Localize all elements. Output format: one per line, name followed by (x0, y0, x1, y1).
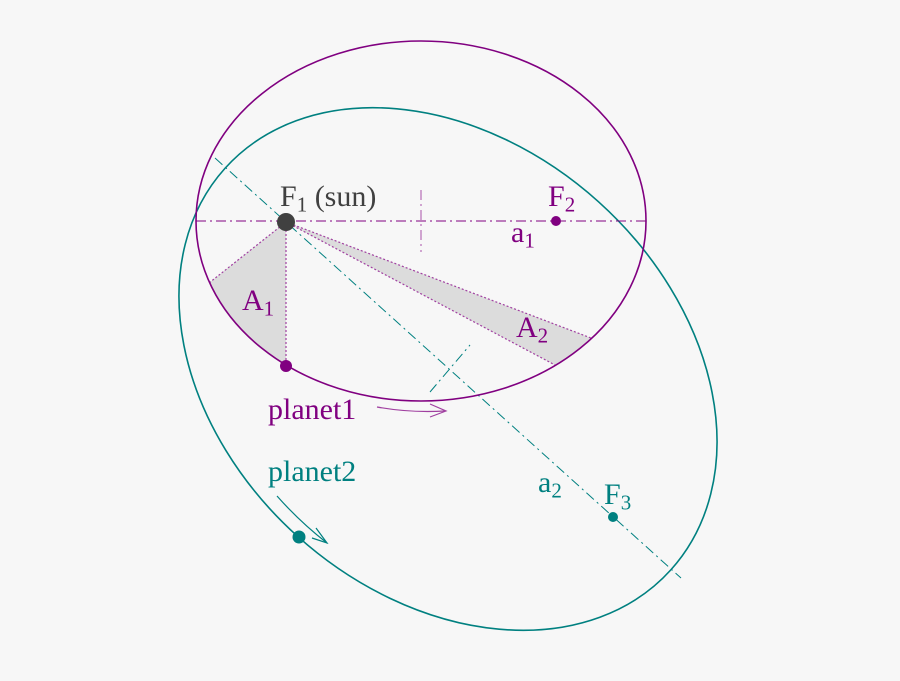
a2-label-a: a (538, 466, 552, 499)
F3-label-sub: 3 (620, 490, 632, 515)
F2-label-sub: 2 (564, 192, 576, 217)
F3-label-F: F (604, 478, 621, 511)
a1-label-a: a (511, 216, 525, 249)
planet1-direction-arrow-icon (376, 403, 448, 418)
orbit2-center-tick (429, 344, 471, 393)
A1-label-sub: 1 (263, 296, 275, 321)
planet2-point (292, 530, 306, 544)
A1-label: A1 (242, 286, 274, 319)
A2-label-sub: 2 (537, 323, 549, 348)
sun-label-F: F (280, 180, 297, 213)
a2-label: a2 (538, 468, 562, 501)
planet2-label: planet2 (268, 455, 357, 488)
sun-point (277, 213, 295, 231)
F3-label: F3 (604, 480, 631, 513)
F2-label: F2 (548, 182, 575, 215)
area-A1 (209, 222, 286, 366)
sun-label: F1 (sun) (280, 182, 376, 215)
a2-label-sub: 2 (551, 478, 562, 503)
sun-label-sub: 1 (296, 192, 308, 217)
area-A2 (286, 222, 591, 365)
A1-label-A: A (242, 284, 264, 317)
area-boundaries (208, 221, 592, 366)
F2-label-F: F (548, 180, 565, 213)
A2-label: A2 (516, 313, 548, 346)
A2-label-A: A (516, 311, 538, 344)
a1-label-sub: 1 (524, 228, 535, 253)
planet1-point (280, 360, 292, 372)
planet2-direction-arrow-icon (276, 495, 329, 545)
F3-point (608, 512, 618, 522)
a1-label: a1 (511, 218, 535, 251)
planet1-label: planet1 (268, 393, 357, 426)
sun-label-text: (sun) (307, 180, 377, 213)
orbit2-ellipse (178, 106, 718, 632)
F2-point (551, 216, 561, 226)
